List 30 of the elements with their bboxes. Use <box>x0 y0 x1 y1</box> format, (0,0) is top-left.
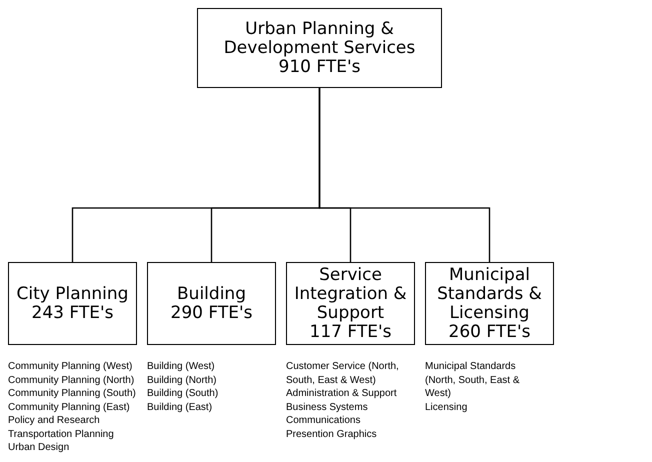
staff-count: 243 FTE's <box>32 304 114 322</box>
section-name: Building (West) <box>147 360 216 374</box>
division-box <box>425 262 554 345</box>
connector-line <box>318 88 490 262</box>
unit-name: City Planning <box>16 284 128 304</box>
staff-count: 290 FTE's <box>170 304 252 322</box>
section-name: Administration & Support <box>286 387 398 400</box>
division-box <box>286 262 415 345</box>
section-name: Licensing <box>425 400 468 414</box>
section-name: Customer Service (North, South, East & West) <box>286 360 400 387</box>
section-name: Municipal Standards (North, South, East & West) <box>425 360 520 400</box>
department-box <box>197 8 442 88</box>
section-name: Building (North) <box>147 374 218 387</box>
section-name: Communications <box>286 414 362 428</box>
staff-count: 117 FTE's <box>310 322 392 342</box>
staff-count: 260 FTE's <box>448 322 530 342</box>
section-name: Building (South) <box>147 387 220 400</box>
section-name: Building (East) <box>147 400 214 414</box>
section-name: Transportation Planning <box>8 428 115 441</box>
section-name: Presention Graphics <box>286 428 378 441</box>
unit-name: Municipal Standards & Licensing <box>436 266 543 322</box>
unit-name: Urban Planning & Development Services <box>222 20 416 58</box>
unit-name: Service Integration & Support <box>293 266 408 322</box>
section-name: Policy and Research <box>8 414 101 428</box>
staff-count: 910 FTE's <box>278 58 360 76</box>
division-box <box>147 262 276 345</box>
section-name: Urban Design <box>8 441 70 454</box>
section-name: Business Systems <box>286 400 369 414</box>
unit-name: Building <box>177 284 246 304</box>
division-box <box>8 262 137 345</box>
